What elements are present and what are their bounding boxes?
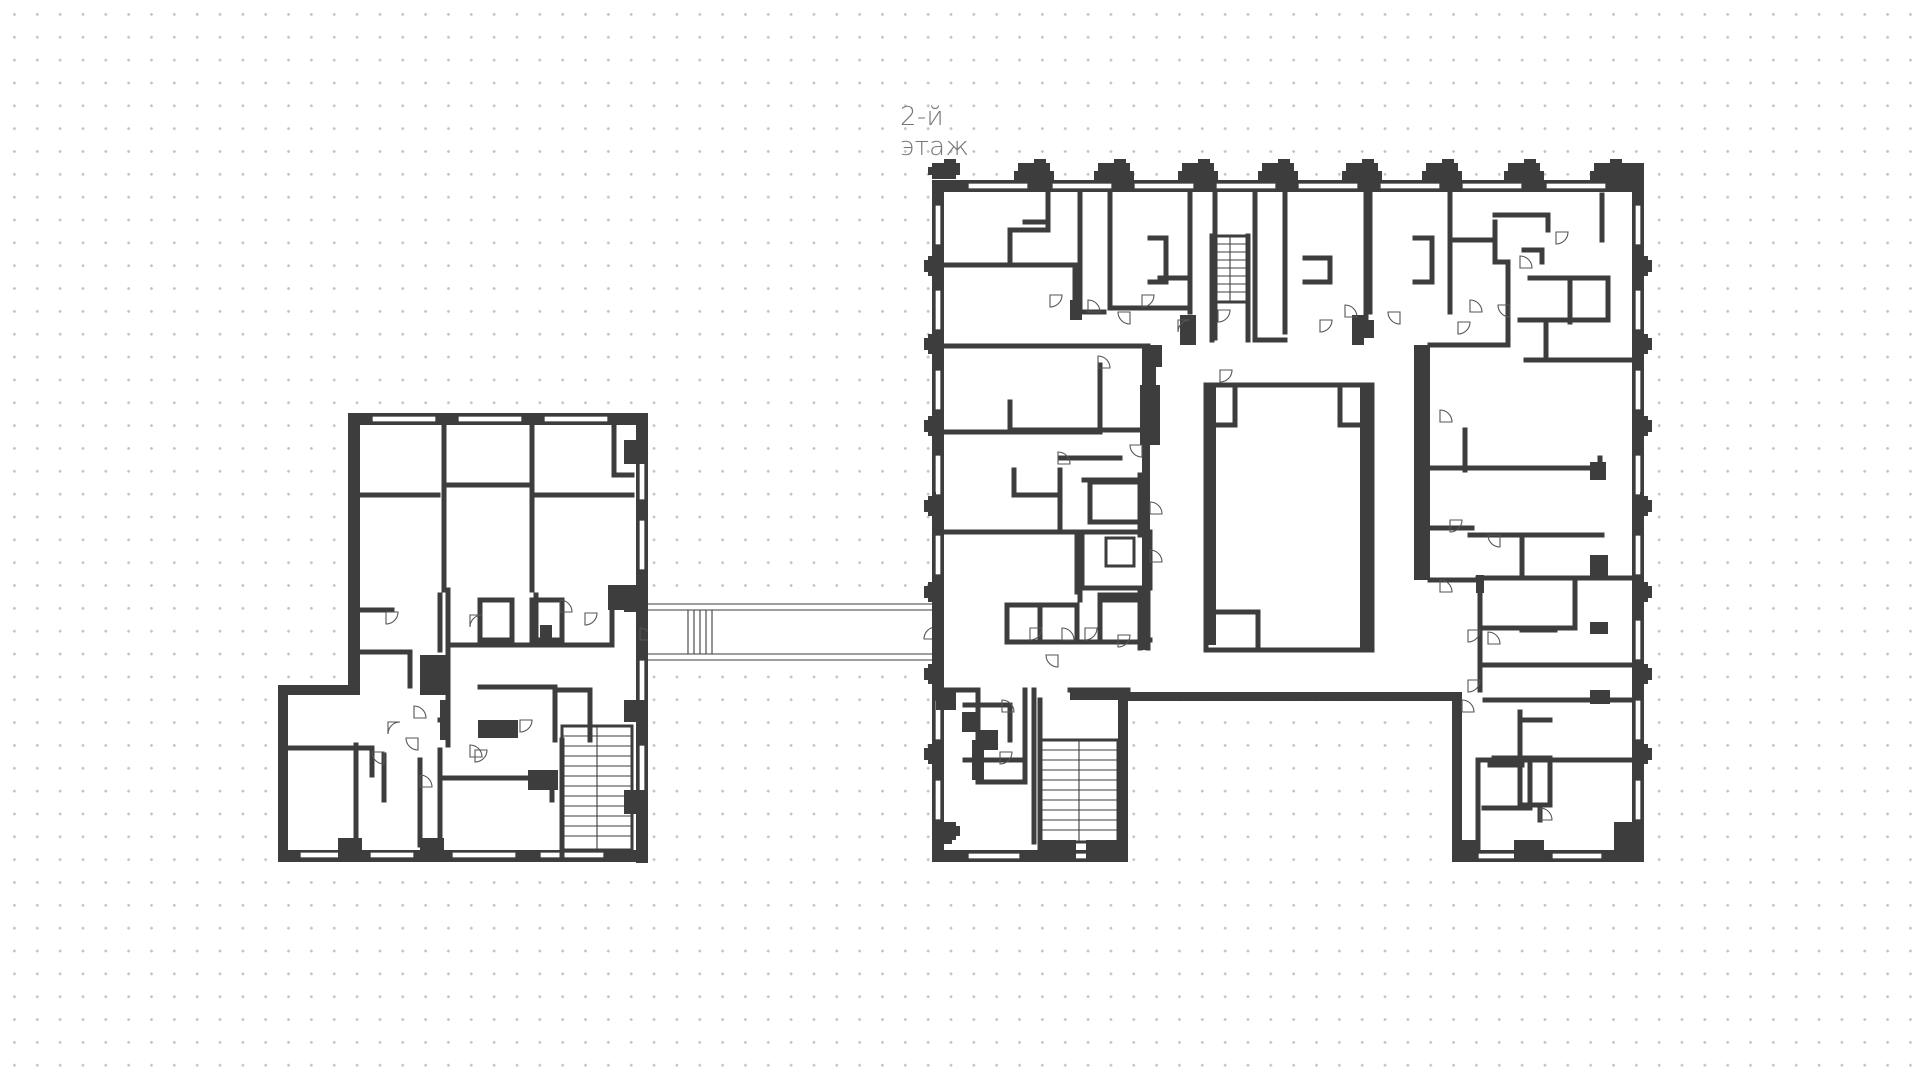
left-stair	[560, 724, 634, 852]
right-wing-interior	[936, 187, 1635, 853]
right-wing-doors	[999, 231, 1569, 821]
facade-pilasters	[924, 159, 1652, 862]
right-bottom-stair	[1037, 697, 1120, 853]
floor-title: 2-й этаж	[900, 102, 970, 162]
right-top-stair	[1209, 233, 1251, 343]
bridge-gallery	[648, 603, 937, 661]
left-wing	[278, 413, 653, 863]
